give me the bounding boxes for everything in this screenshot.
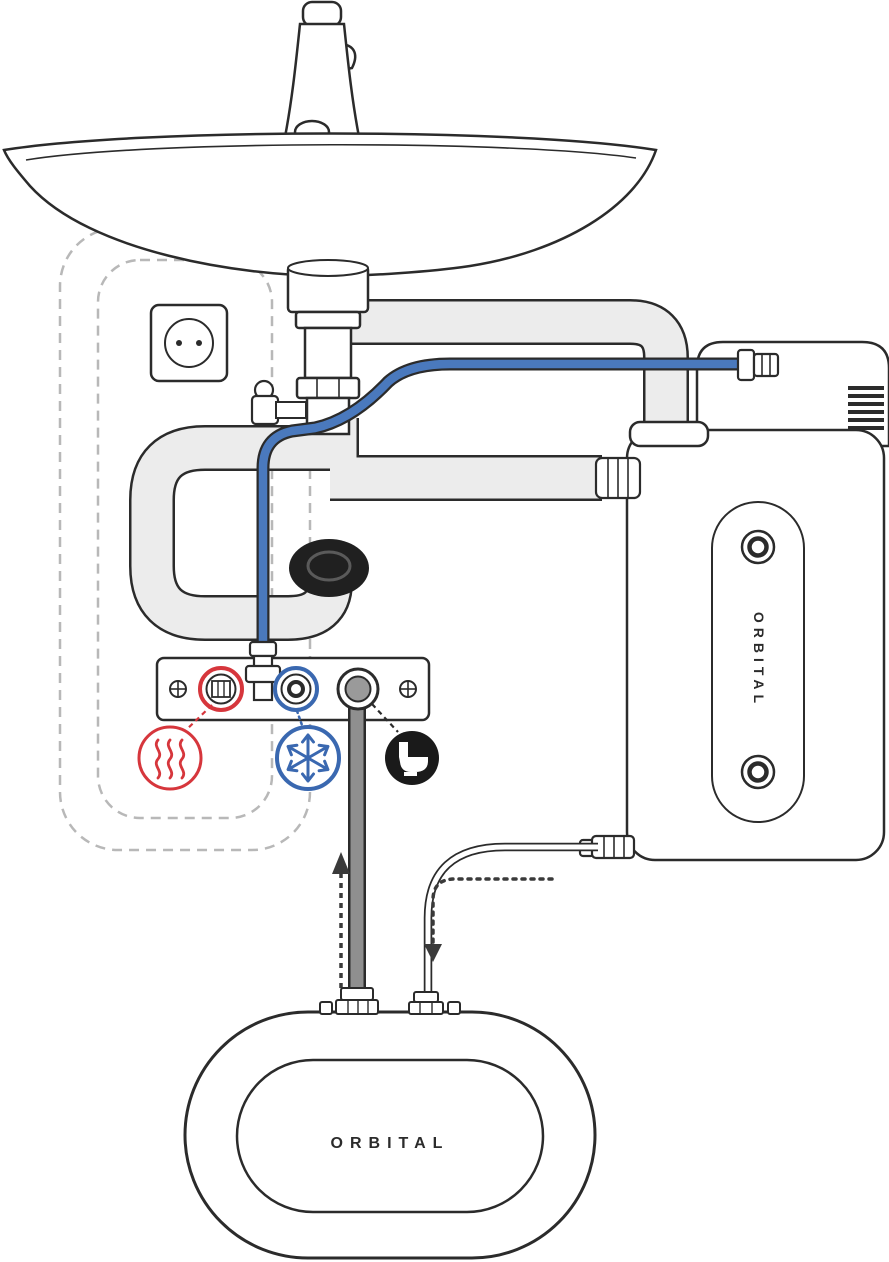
drain-flange: [294, 310, 362, 330]
front-panel-inset: [711, 501, 805, 823]
side-inlet-connector: [594, 456, 642, 500]
stub-valve-outlet: [275, 401, 307, 419]
cold-feed-fitting: [244, 640, 282, 702]
drain-hex-nut: [295, 376, 361, 400]
faucet-cap: [301, 0, 343, 28]
floor-unit-inner: [235, 1058, 545, 1214]
heat-waves: [154, 738, 186, 780]
toilet-valve-body: [344, 675, 372, 703]
snowflake-spoke: [286, 743, 310, 760]
toilet-tank: [399, 742, 408, 757]
coupling-ring: [306, 550, 352, 582]
return-hose-fill: [425, 844, 598, 1004]
outlet-pin-left: [176, 340, 182, 346]
stub-valve-body: [250, 394, 280, 426]
toilet-leader-line: [371, 703, 399, 733]
floor-unit-body: [183, 1010, 597, 1260]
rubber-coupling: [289, 539, 369, 597]
arrow-up-head: [332, 852, 350, 874]
snowflake-spoke: [301, 733, 315, 760]
snowflake-spoke: [306, 743, 330, 760]
flow-arrow-down: [424, 877, 554, 962]
inlet-collar: [628, 420, 710, 448]
flow-arrow-up: [332, 852, 350, 988]
cold-hose-fill: [258, 359, 744, 666]
arrow-down-shaft: [431, 877, 554, 948]
return-fitting-nut: [413, 991, 439, 1003]
fitting-body: [590, 834, 636, 860]
snowflake-spoke: [301, 756, 315, 783]
heat-wave: [166, 738, 174, 780]
drain-tube-upper: [303, 326, 353, 380]
return-fitting-base: [408, 1001, 444, 1015]
snowflake-icon: [275, 725, 341, 791]
p-trap-loop-fill: [131, 427, 352, 639]
screw-bottom-inner: [747, 761, 769, 783]
fitting-threads: [752, 352, 780, 378]
coupling-body: [289, 539, 369, 597]
snowflake: [286, 733, 330, 783]
supply-fitting-base: [335, 999, 379, 1015]
cold-leader-line: [295, 709, 305, 730]
side-bolt-right: [447, 1001, 461, 1015]
floor-unit-brand-label: ORBITAL: [331, 1135, 450, 1152]
supply-fitting-nut: [340, 987, 374, 1001]
hot-valve-nut: [211, 680, 231, 698]
heat-wave: [178, 738, 186, 780]
mount-screw-left: [169, 680, 187, 698]
cold-water-hose: [256, 357, 744, 666]
mount-screw-right: [399, 680, 417, 698]
sink-rim-line: [25, 143, 637, 161]
hot-valve: [198, 666, 244, 712]
concealed-pipe-outline: [58, 226, 312, 852]
toilet-bowl: [399, 757, 428, 772]
snowflake-spoke: [286, 756, 310, 773]
faucet: [282, 0, 362, 162]
drain-cup-rim: [287, 259, 369, 277]
dashed-outline-outer: [58, 226, 312, 852]
side-bolt-left: [319, 1001, 333, 1015]
screw-top-inner: [747, 536, 769, 558]
toilet-icon: [385, 731, 439, 785]
snowflake-spoke: [306, 756, 330, 773]
fitting-nut: [736, 348, 756, 382]
vent-slots: [848, 386, 884, 430]
outlet-socket: [164, 318, 214, 368]
lid-hose-fitting: [736, 348, 780, 382]
sink-basin: [2, 132, 658, 278]
toilet-valve: [336, 667, 380, 711]
outlet-pin-right: [196, 340, 202, 346]
arrow-down-head: [424, 944, 442, 962]
drain-pipe-upper-fill: [352, 301, 687, 440]
power-outlet: [149, 303, 229, 383]
heat-wave: [154, 738, 162, 780]
return-hose: [423, 842, 598, 1004]
dashed-outline-inner: [96, 258, 274, 820]
sink-bowl: [2, 132, 658, 278]
wall-unit-body: [625, 428, 886, 862]
fitting-hex: [244, 664, 282, 684]
heat-waves-icon: [137, 725, 203, 791]
toilet-base: [404, 772, 417, 776]
fitting-nut: [248, 640, 278, 658]
return-hose-outline: [423, 842, 598, 1004]
wall-unit-brand-label: ORBITAL: [751, 612, 767, 708]
cold-valve-stem: [287, 680, 305, 698]
hot-leader-line: [182, 704, 213, 734]
floor-unit: ORBITAL: [183, 987, 597, 1260]
cold-valve: [273, 666, 319, 712]
wall-unit: ORBITAL: [578, 340, 889, 862]
floor-unit-fittings: [319, 987, 461, 1015]
